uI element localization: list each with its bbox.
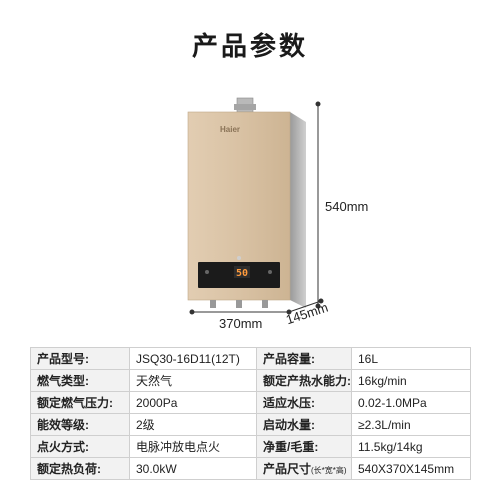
spec-label: 净重/毛重: xyxy=(256,435,352,458)
spec-value: ≥2.3L/min xyxy=(351,413,471,436)
spec-value: 天然气 xyxy=(129,369,257,392)
spec-label: 额定燃气压力: xyxy=(30,391,130,414)
brand-logo: Haier xyxy=(220,125,240,134)
table-row: 产品型号: JSQ30-16D11(12T) 产品容量: 16L xyxy=(30,347,471,370)
table-row: 点火方式: 电脉冲放电点火 净重/毛重: 11.5kg/14kg xyxy=(30,435,471,458)
spec-table: 产品型号: JSQ30-16D11(12T) 产品容量: 16L 燃气类型: 天… xyxy=(30,347,471,480)
spec-value: JSQ30-16D11(12T) xyxy=(129,347,257,370)
spec-value: 2级 xyxy=(129,413,257,436)
spec-label: 产品型号: xyxy=(30,347,130,370)
spec-label: 点火方式: xyxy=(30,435,130,458)
spec-value: 540X370X145mm xyxy=(351,457,471,480)
spec-value: 电脉冲放电点火 xyxy=(129,435,257,458)
spec-label: 产品尺寸(长*宽*高) xyxy=(256,457,352,480)
spec-value: 16kg/min xyxy=(351,369,471,392)
spec-label: 额定产热水能力: xyxy=(256,369,352,392)
spec-label: 燃气类型: xyxy=(30,369,130,392)
spec-value: 11.5kg/14kg xyxy=(351,435,471,458)
temperature-display: 50 xyxy=(236,268,248,279)
spec-label: 额定热负荷: xyxy=(30,457,130,480)
spec-label: 适应水压: xyxy=(256,391,352,414)
spec-label: 能效等级: xyxy=(30,413,130,436)
spec-label-note: (长*宽*高) xyxy=(311,466,347,475)
table-row: 额定燃气压力: 2000Pa 适应水压: 0.02-1.0MPa xyxy=(30,391,471,414)
spec-value: 0.02-1.0MPa xyxy=(351,391,471,414)
spec-label: 启动水量: xyxy=(256,413,352,436)
page-title: 产品参数 xyxy=(191,32,308,62)
spec-value: 2000Pa xyxy=(129,391,257,414)
water-heater-image: Haier 50 xyxy=(150,92,350,332)
width-dimension: 370mm xyxy=(219,316,263,331)
spec-value: 16L xyxy=(351,347,471,370)
table-row: 燃气类型: 天然气 额定产热水能力: 16kg/min xyxy=(30,369,471,392)
table-row: 额定热负荷: 30.0kW 产品尺寸(长*宽*高) 540X370X145mm xyxy=(30,457,471,480)
spec-value: 30.0kW xyxy=(129,457,257,480)
spec-label: 产品容量: xyxy=(256,347,352,370)
spec-label-text: 产品尺寸 xyxy=(263,462,312,476)
table-row: 能效等级: 2级 启动水量: ≥2.3L/min xyxy=(30,413,471,436)
height-dimension: 540mm xyxy=(325,199,369,214)
